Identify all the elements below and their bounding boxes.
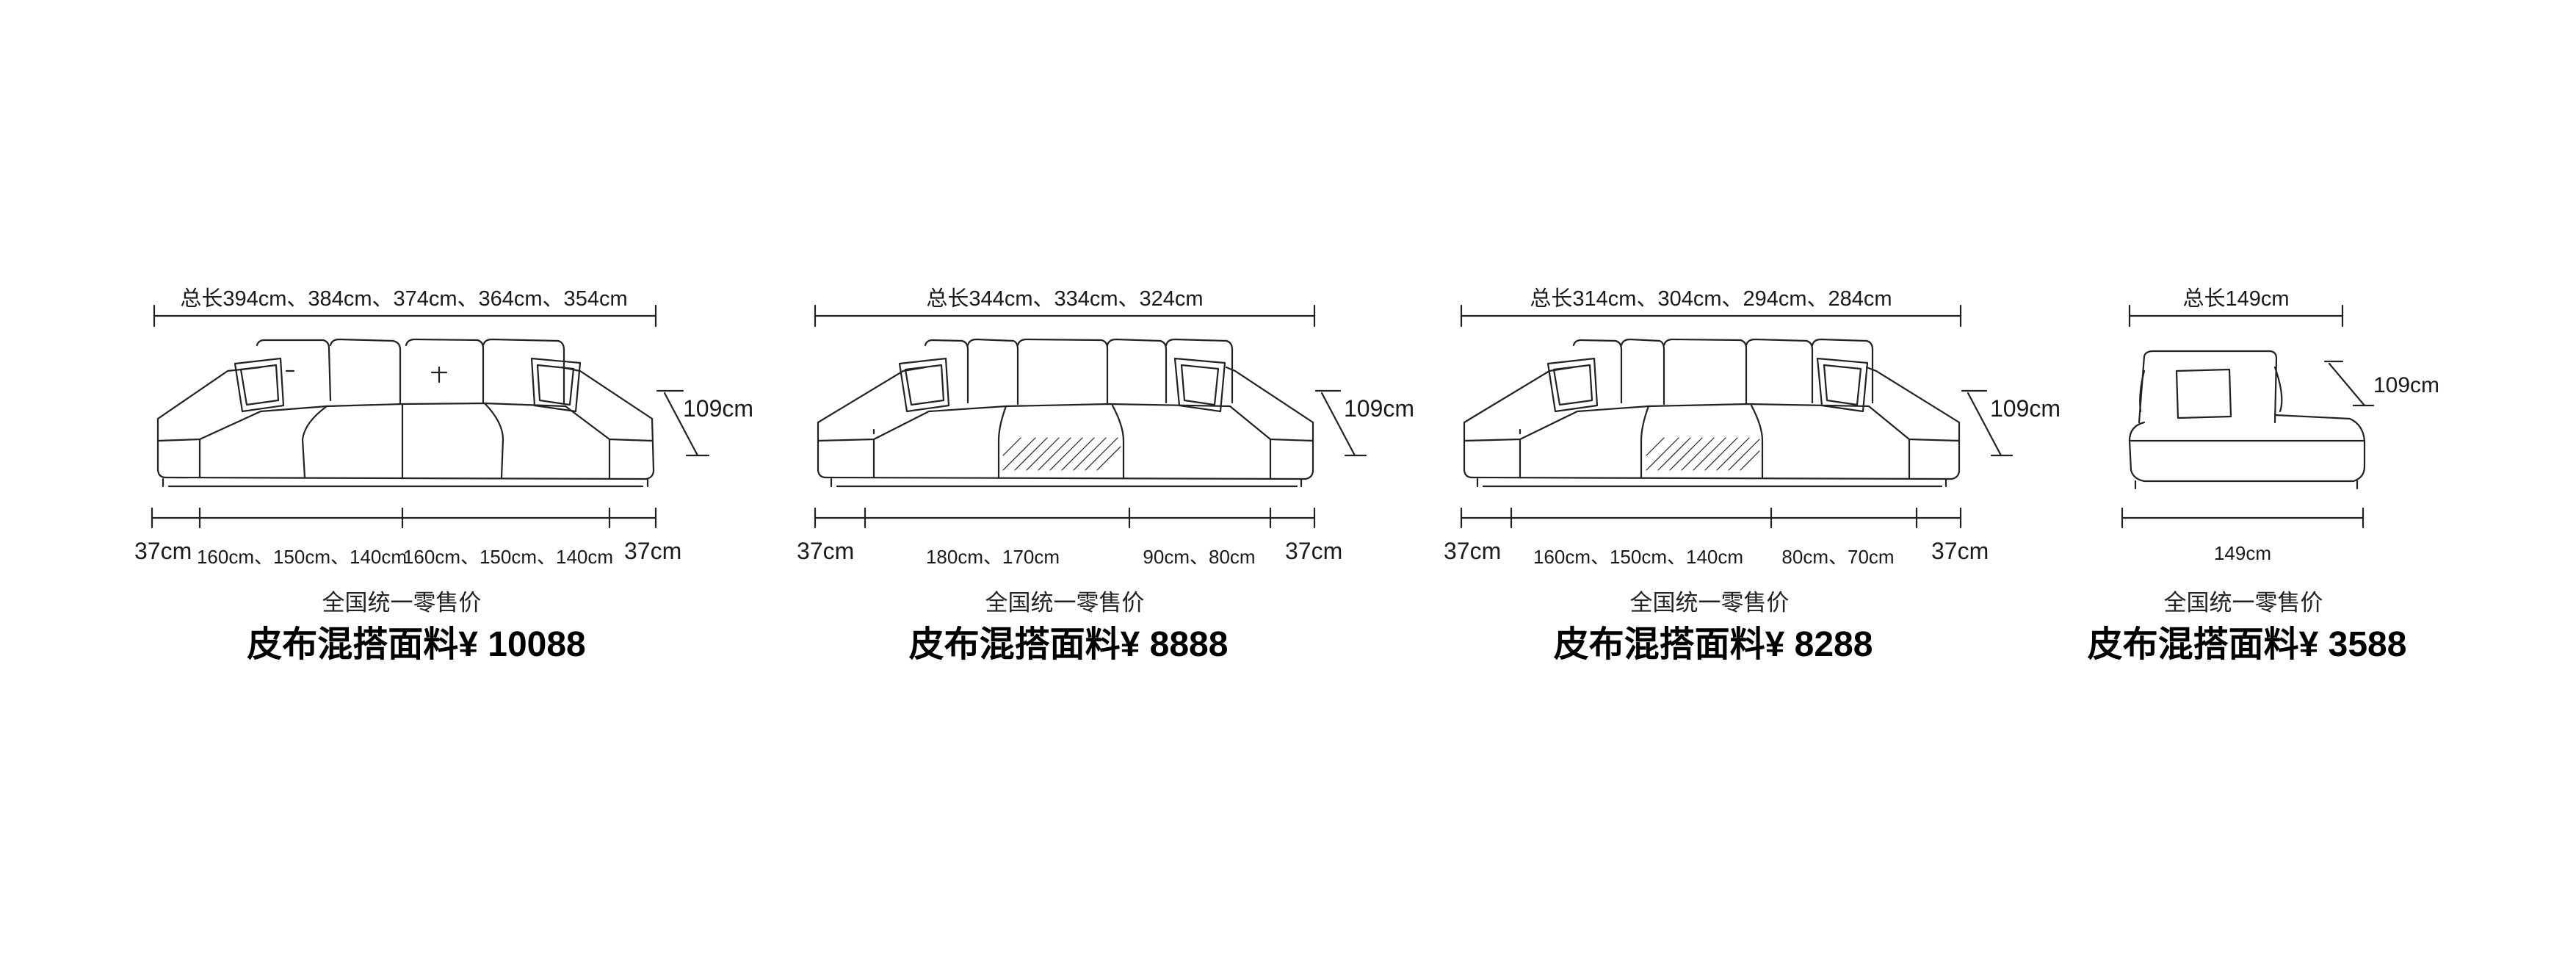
sofa-1-line-drawing [0,0,661,966]
total-length-label: 总长394cm、384cm、374cm、364cm、354cm [180,287,628,311]
price-caption: 全国统一零售价 [1629,590,1790,616]
total-length-label: 总长344cm、334cm、324cm [926,287,1204,311]
arm-left-label: 37cm [134,538,192,564]
sofa-3: 总长314cm、304cm、294cm、284cm 109cm 37cm 160… [1439,0,2100,966]
segment-1-label: 160cm、150cm、140cm [196,546,408,568]
price-caption: 全国统一零售价 [985,590,1145,616]
price-line: 皮布混搭面料¥ 8288 [1553,625,1873,664]
arm-right-label: 37cm [624,538,682,564]
total-length-label: 总长149cm [2182,287,2290,311]
sofa-4-line-drawing [2100,0,2511,966]
width-label: 149cm [2213,542,2272,564]
segment-2-label: 80cm、70cm [1781,546,1895,568]
segment-1-label: 160cm、150cm、140cm [1533,546,1744,568]
height-label: 109cm [1990,395,2061,422]
sofa-3-line-drawing [1439,0,2100,966]
segment-2-label: 160cm、150cm、140cm [402,546,614,568]
total-length-label: 总长314cm、304cm、294cm、284cm [1530,287,1892,311]
sofa-2: 总长344cm、334cm、324cm 109cm 37cm 180cm、170… [786,0,1447,966]
price-caption: 全国统一零售价 [322,590,482,616]
sofa-1: 总长394cm、384cm、374cm、364cm、354cm 109cm 37… [0,0,753,966]
price-line: 皮布混搭面料¥ 10088 [247,625,586,664]
arm-right-label: 37cm [1931,538,1989,564]
price-line: 皮布混搭面料¥ 8888 [908,625,1229,664]
height-label: 109cm [2373,373,2440,397]
sofa-4: 总长149cm 109cm 149cm 全国统一零售价 皮布混搭面料¥ 3588 [2088,0,2511,966]
height-label: 109cm [1344,395,1415,422]
price-caption: 全国统一零售价 [2163,590,2323,616]
arm-right-label: 37cm [1285,538,1343,564]
arm-left-label: 37cm [1444,538,1502,564]
height-label: 109cm [683,395,754,422]
price-line: 皮布混搭面料¥ 3588 [2087,625,2407,664]
sofa-2-line-drawing [786,0,1447,966]
arm-left-label: 37cm [797,538,855,564]
segment-2-label: 90cm、80cm [1143,546,1256,568]
segment-1-label: 180cm、170cm [925,546,1060,568]
